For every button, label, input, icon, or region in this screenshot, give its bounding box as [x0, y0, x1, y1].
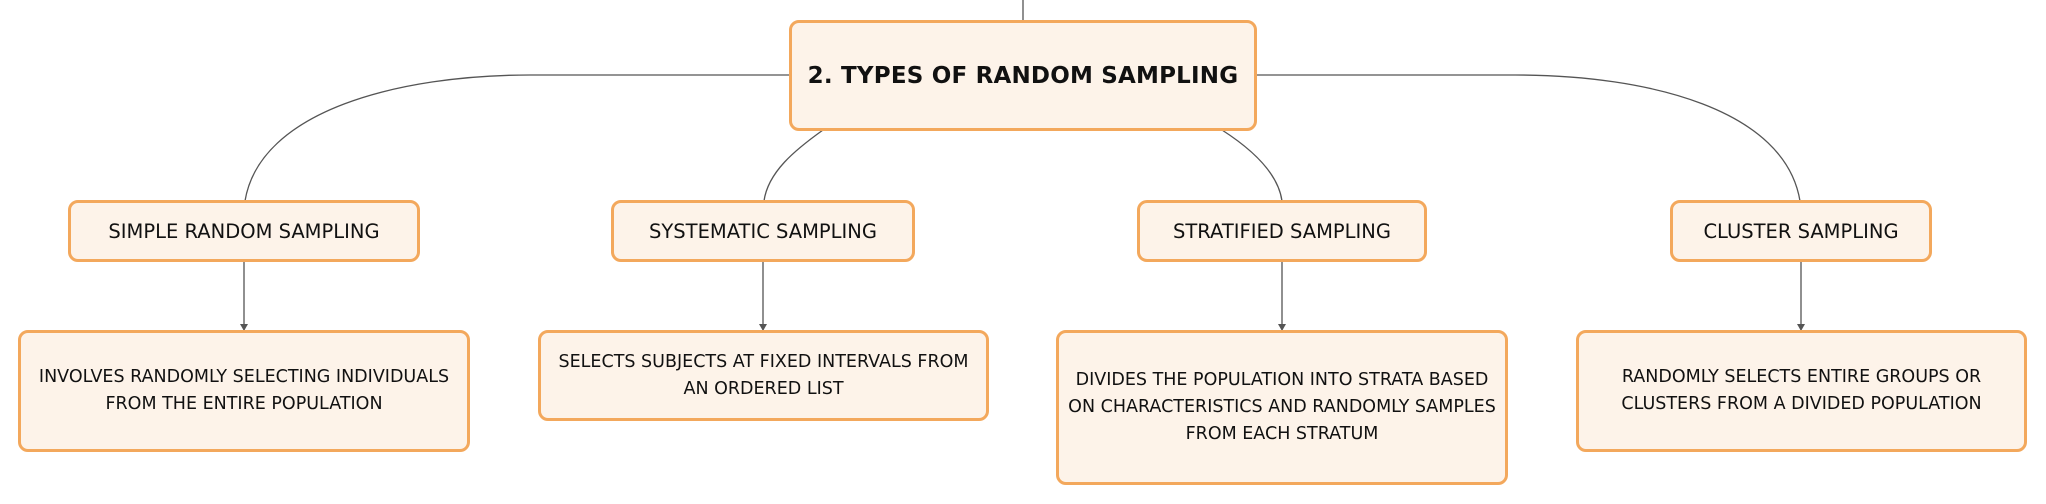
root-node[interactable]: 2. TYPES OF RANDOM SAMPLING	[789, 20, 1257, 131]
description-text: INVOLVES RANDOMLY SELECTING INDIVIDUALS …	[38, 367, 450, 414]
branch-node-simple-random-sampling[interactable]: SIMPLE RANDOM SAMPLING	[68, 200, 420, 262]
description-text: DIVIDES THE POPULATION INTO STRATA BASED…	[1068, 370, 1496, 444]
branch-node-cluster-sampling[interactable]: CLUSTER SAMPLING	[1670, 200, 1932, 262]
branch-node-systematic-sampling[interactable]: SYSTEMATIC SAMPLING	[611, 200, 915, 262]
branch-node-label: CLUSTER SAMPLING	[1703, 219, 1899, 243]
branch-node-stratified-sampling[interactable]: STRATIFIED SAMPLING	[1137, 200, 1427, 262]
description-node-stratified-sampling[interactable]: DIVIDES THE POPULATION INTO STRATA BASED…	[1056, 330, 1508, 485]
branch-node-label: STRATIFIED SAMPLING	[1172, 219, 1391, 243]
arrowhead-simple	[240, 324, 248, 331]
branch-node-label: SIMPLE RANDOM SAMPLING	[108, 219, 380, 243]
root-node-label: 2. TYPES OF RANDOM SAMPLING	[807, 62, 1239, 89]
arrowhead-systematic	[759, 324, 767, 331]
connector-root-to-systematic	[763, 129, 824, 202]
description-node-simple-random-sampling[interactable]: INVOLVES RANDOMLY SELECTING INDIVIDUALS …	[18, 330, 470, 452]
description-text: RANDOMLY SELECTS ENTIRE GROUPS OR CLUSTE…	[1621, 367, 1982, 414]
connector-root-to-simple	[244, 74, 790, 202]
description-node-systematic-sampling[interactable]: SELECTS SUBJECTS AT FIXED INTERVALS FROM…	[538, 330, 989, 421]
description-text: SELECTS SUBJECTS AT FIXED INTERVALS FROM…	[558, 351, 969, 399]
connector-root-to-cluster	[1256, 74, 1801, 202]
arrowhead-cluster	[1797, 324, 1805, 331]
branch-node-label: SYSTEMATIC SAMPLING	[648, 219, 877, 243]
description-node-cluster-sampling[interactable]: RANDOMLY SELECTS ENTIRE GROUPS OR CLUSTE…	[1576, 330, 2027, 452]
arrowhead-stratified	[1278, 324, 1286, 331]
connector-root-to-stratified	[1221, 129, 1283, 202]
